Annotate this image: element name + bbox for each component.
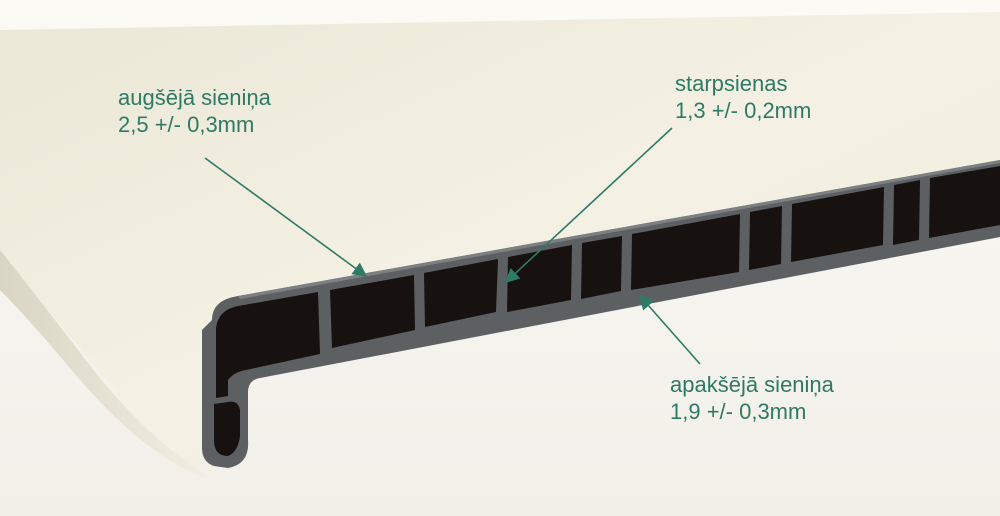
top-wall-name: augšējā sieniņa (118, 85, 271, 110)
top-wall-value: 2,5 +/- 0,3mm (118, 112, 255, 137)
inner-walls-value: 1,3 +/- 0,2mm (675, 98, 812, 123)
arrow-top-wall (204, 157, 368, 277)
profile-highlight (238, 160, 1000, 299)
board-surface (0, 12, 1000, 470)
bottom-wall-label: apakšējā sieniņa 1,9 +/- 0,3mm (670, 371, 834, 425)
arrow-inner-walls (504, 127, 673, 283)
inner-walls-name: starpsienas (675, 71, 788, 96)
top-wall-label: augšējā sieniņa 2,5 +/- 0,3mm (118, 84, 271, 138)
arrow-bottom-wall (639, 294, 701, 365)
annotation-arrows (204, 127, 701, 365)
bottom-wall-name: apakšējā sieniņa (670, 372, 834, 397)
bottom-wall-value: 1,9 +/- 0,3mm (670, 399, 807, 424)
inner-walls-label: starpsienas 1,3 +/- 0,2mm (675, 70, 811, 124)
chambers (214, 166, 1000, 456)
